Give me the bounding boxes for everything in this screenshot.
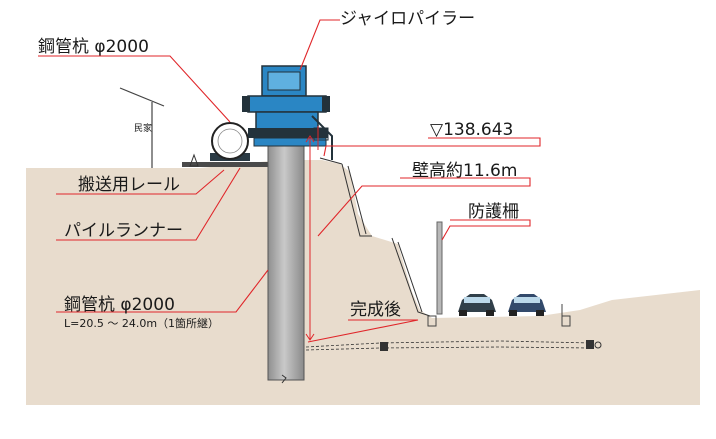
pile-runner-label: パイルランナー (64, 221, 183, 241)
elevation-label: ▽138.643 (430, 120, 513, 140)
pipe-pile-on-cart-icon (210, 122, 250, 161)
road-post (561, 315, 571, 327)
pile-length-label: L=20.5 ～ 24.0m（1箇所継） (64, 316, 219, 330)
gyro-piler-label: ジャイロパイラー (340, 9, 475, 29)
fence-label: 防護柵 (468, 202, 519, 222)
after-completion-label: 完成後 (350, 300, 401, 320)
wall-height-dimension (305, 126, 319, 341)
transport-rail (182, 162, 302, 167)
road-post (427, 315, 437, 327)
car-icon (508, 294, 546, 316)
protective-fence (436, 221, 443, 315)
wall-height-label: 壁高約11.6m (412, 161, 517, 181)
rail-label: 搬送用レール (78, 175, 180, 195)
ground-section (26, 160, 700, 405)
retaining-wall (341, 163, 431, 317)
rail-stop (189, 153, 199, 167)
car-icon (458, 294, 496, 316)
slope-line (319, 157, 343, 165)
steel-pipe-pile (267, 139, 305, 381)
house-label: 民家 (134, 122, 152, 134)
leader-lines (38, 19, 541, 343)
pile-joint (281, 374, 287, 384)
completed-anchor-line (305, 340, 602, 351)
gyro-piler-machine-icon (242, 65, 333, 160)
pipe-pile-top-label: 鋼管杭 φ2000 (38, 37, 149, 57)
house-icon (119, 87, 165, 168)
pipe-pile-main-label: 鋼管杭 φ2000 (64, 295, 175, 315)
